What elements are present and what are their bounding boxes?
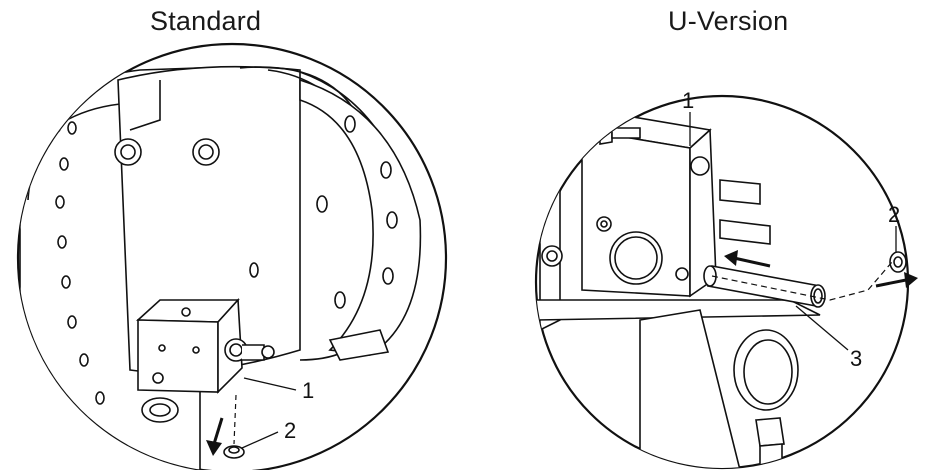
- leader-line-3-u-version: [795, 305, 849, 351]
- u-version-detail-view: 1 2 3: [534, 88, 918, 470]
- standard-title: Standard: [150, 6, 262, 36]
- standard-detail-view: 1 2: [16, 42, 448, 470]
- leader-line-2-standard: [241, 431, 279, 449]
- callout-2-standard: 2: [284, 418, 296, 443]
- side-fittings: [541, 179, 771, 267]
- housing-bolts: [55, 121, 105, 405]
- face-bolts: [249, 115, 398, 309]
- callout-1-u-version: 1: [682, 88, 694, 113]
- u-version-title: U-Version: [668, 6, 789, 36]
- leader-line-1-standard: [243, 377, 297, 391]
- sight-glass: [733, 329, 799, 411]
- air-fittings: [114, 138, 220, 166]
- callout-2-u-version: 2: [888, 202, 900, 227]
- slide-arrow-sleeve: [724, 250, 771, 268]
- removal-arrow-standard: [206, 417, 224, 456]
- removal-arrow-u-version: [875, 272, 918, 288]
- valve-block-standard: [135, 298, 275, 394]
- callout-3-u-version: 3: [850, 346, 862, 371]
- screw-u-version: [889, 251, 907, 273]
- screw-standard: [223, 445, 245, 459]
- callout-1-standard: 1: [302, 378, 314, 403]
